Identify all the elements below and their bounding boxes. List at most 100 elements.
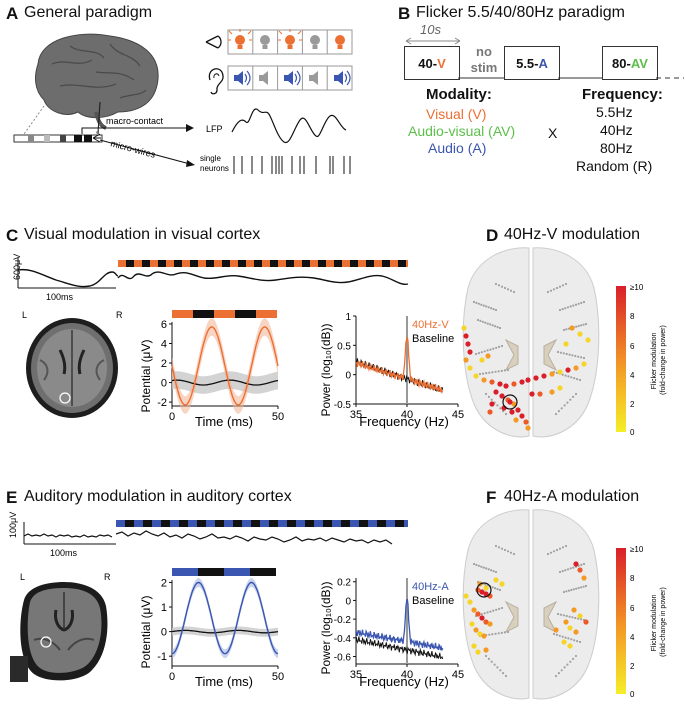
stim-ci-band	[172, 578, 278, 659]
inactive-contact	[559, 613, 562, 616]
y-axis-label: Potential (μV)	[139, 340, 153, 413]
inactive-contact	[574, 654, 578, 658]
stim-stripe	[152, 520, 161, 527]
inactive-contact	[567, 589, 570, 592]
inactive-contact	[474, 352, 478, 356]
inactive-contact	[482, 304, 485, 307]
inactive-contact	[549, 551, 553, 554]
inactive-contact	[554, 674, 558, 678]
modulated-contact	[477, 631, 483, 637]
stim-stripe	[246, 260, 254, 267]
inactive-contact	[561, 373, 564, 376]
inactive-contact	[494, 325, 497, 328]
modulated-contact	[489, 379, 495, 385]
inactive-contact	[568, 615, 571, 618]
x-tick-label: 45	[452, 409, 464, 421]
inactive-contact	[487, 395, 490, 398]
block-80-av: 80-AV	[602, 46, 658, 80]
x-tick-label: 40	[401, 669, 413, 681]
stim-stripe	[278, 260, 286, 267]
inactive-contact	[475, 301, 478, 304]
y-tick-label: -0.5	[334, 400, 352, 411]
inactive-contact	[495, 608, 498, 611]
baseline-spectrum	[355, 636, 444, 660]
stim-stripe	[406, 260, 408, 267]
inactive-contact	[552, 288, 556, 291]
stim-stripe	[118, 260, 126, 267]
panel-c-raw-trace: 600μV 100ms	[12, 254, 409, 302]
modulated-contact	[557, 385, 563, 391]
cbar-tick: 6	[630, 342, 635, 351]
inactive-contact	[567, 637, 570, 640]
modulated-contact	[537, 391, 543, 397]
inactive-contact	[575, 325, 578, 328]
modality-heading: Modality:	[426, 86, 492, 103]
modulated-contact	[529, 391, 535, 397]
lfp-trace	[231, 108, 347, 144]
inactive-contact	[582, 585, 585, 588]
inactive-contact	[564, 374, 567, 377]
stim-stripe	[390, 260, 398, 267]
modulated-contact	[469, 621, 475, 627]
modulated-contact	[569, 325, 575, 331]
inactive-contact	[503, 548, 507, 552]
x-tick-label: 50	[272, 411, 284, 423]
inactive-contact	[485, 567, 488, 570]
y-axis-label: Potential (μV)	[139, 596, 153, 669]
stim-stripe	[214, 260, 222, 267]
modulated-contact	[583, 619, 589, 625]
inactive-contact	[497, 370, 500, 373]
modulated-contact	[519, 413, 525, 419]
guide-line	[23, 105, 45, 135]
panel-d-colorbar: ≥10 8 6 4 2 0 Flicker modulation (fold-c…	[616, 283, 667, 437]
inactive-contact	[552, 550, 556, 553]
inactive-contact	[584, 322, 588, 326]
speaker-off-icon	[309, 71, 318, 85]
inactive-contact	[567, 375, 570, 378]
y-tick-label: 0.2	[337, 578, 351, 589]
cbar-tick: 6	[630, 604, 635, 613]
panel-c-letter: C	[6, 226, 19, 245]
inactive-contact	[580, 563, 583, 566]
modulated-contact	[487, 409, 493, 415]
stim-stripe	[242, 520, 251, 527]
modulated-contact	[493, 389, 499, 395]
modulated-contact	[463, 333, 469, 339]
stim-stripe	[188, 520, 197, 527]
stim-stripe	[198, 260, 206, 267]
stim-line	[171, 326, 279, 406]
x-tick-label: 50	[272, 671, 284, 683]
block-modality: AV	[630, 55, 648, 71]
modulated-contact	[493, 577, 499, 583]
panel-a-letter: A	[6, 4, 19, 23]
panel-b-title: Flicker 5.5/40/80Hz paradigm	[416, 4, 625, 21]
cbar-tick: ≥10	[630, 283, 644, 292]
modulated-contact	[485, 353, 491, 359]
inactive-contact	[494, 632, 497, 635]
x-axis-label: Time (ms)	[195, 674, 253, 689]
amp-scale-label: 600μV	[12, 254, 22, 280]
inactive-contact	[502, 672, 505, 675]
inactive-contact	[492, 570, 495, 573]
inactive-contact	[549, 289, 553, 292]
modulated-contact	[473, 373, 479, 379]
inactive-contact	[503, 286, 507, 290]
inactive-contact	[572, 566, 575, 569]
modulated-contact	[483, 619, 489, 625]
stim-stripe	[278, 520, 287, 527]
inactive-contact	[484, 321, 487, 324]
panel-f-colorbar: ≥10 8 6 4 2 0 Flicker modulation (fold-c…	[616, 545, 667, 699]
modulated-contact	[573, 629, 579, 635]
colorbar-gradient	[616, 548, 626, 694]
modulated-contact	[483, 585, 489, 591]
inactive-contact	[477, 564, 480, 567]
inactive-contact	[578, 640, 582, 644]
inactive-contact	[503, 631, 506, 634]
inactive-contact	[569, 567, 572, 570]
stim-stripe	[374, 260, 382, 267]
inactive-contact	[558, 570, 562, 574]
lfp-label: LFP	[206, 124, 223, 134]
stim-stripe	[230, 260, 238, 267]
